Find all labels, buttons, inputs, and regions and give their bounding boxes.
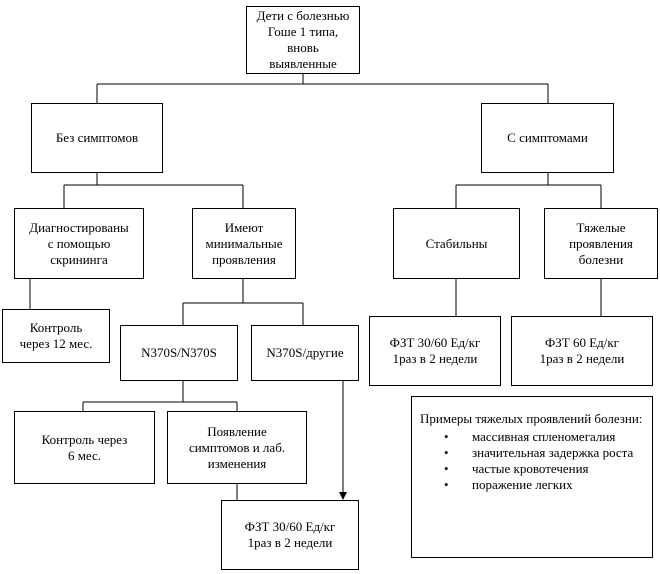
note-item: массивная спленомегалия bbox=[444, 429, 644, 445]
note-item: поражение легких bbox=[444, 477, 644, 493]
genotype-n370s-n370s-node: N370S/N370S bbox=[120, 325, 238, 381]
minimal-manifestations-node: Имеют минимальные проявления bbox=[192, 208, 296, 279]
note-list: массивная спленомегалия значительная зад… bbox=[420, 429, 644, 493]
genotype-n370s-other-node: N370S/другие bbox=[251, 325, 359, 381]
control-6-months-node: Контроль через 6 мес. bbox=[14, 411, 155, 484]
with-symptoms-node: С симптомами bbox=[481, 103, 614, 173]
symptom-onset-node: Появление симптомов и лаб. изменения bbox=[167, 411, 307, 484]
ert-stable-node: ФЗТ 30/60 Ед/кг 1раз в 2 недели bbox=[369, 316, 501, 386]
note-item: значительная задержка роста bbox=[444, 445, 644, 461]
screening-node: Диагностированы с помощью скрининга bbox=[14, 208, 144, 279]
stable-node: Стабильны bbox=[393, 208, 520, 279]
control-12-months-node: Контроль через 12 мес. bbox=[2, 309, 110, 363]
note-item: частые кровотечения bbox=[444, 461, 644, 477]
severe-examples-note: Примеры тяжелых проявлений болезни: масс… bbox=[411, 396, 653, 558]
ert-severe-node: ФЗТ 60 Ед/кг 1раз в 2 недели bbox=[511, 316, 653, 386]
severe-manifestations-node: Тяжелые проявления болезни bbox=[544, 208, 658, 279]
ert-bottom-node: ФЗТ 30/60 Ед/кг 1раз в 2 недели bbox=[221, 500, 359, 570]
no-symptoms-node: Без симптомов bbox=[31, 103, 163, 173]
root-node: Дети с болезнью Гоше 1 типа, вновь выявл… bbox=[246, 6, 360, 74]
note-title: Примеры тяжелых проявлений болезни: bbox=[420, 411, 643, 426]
